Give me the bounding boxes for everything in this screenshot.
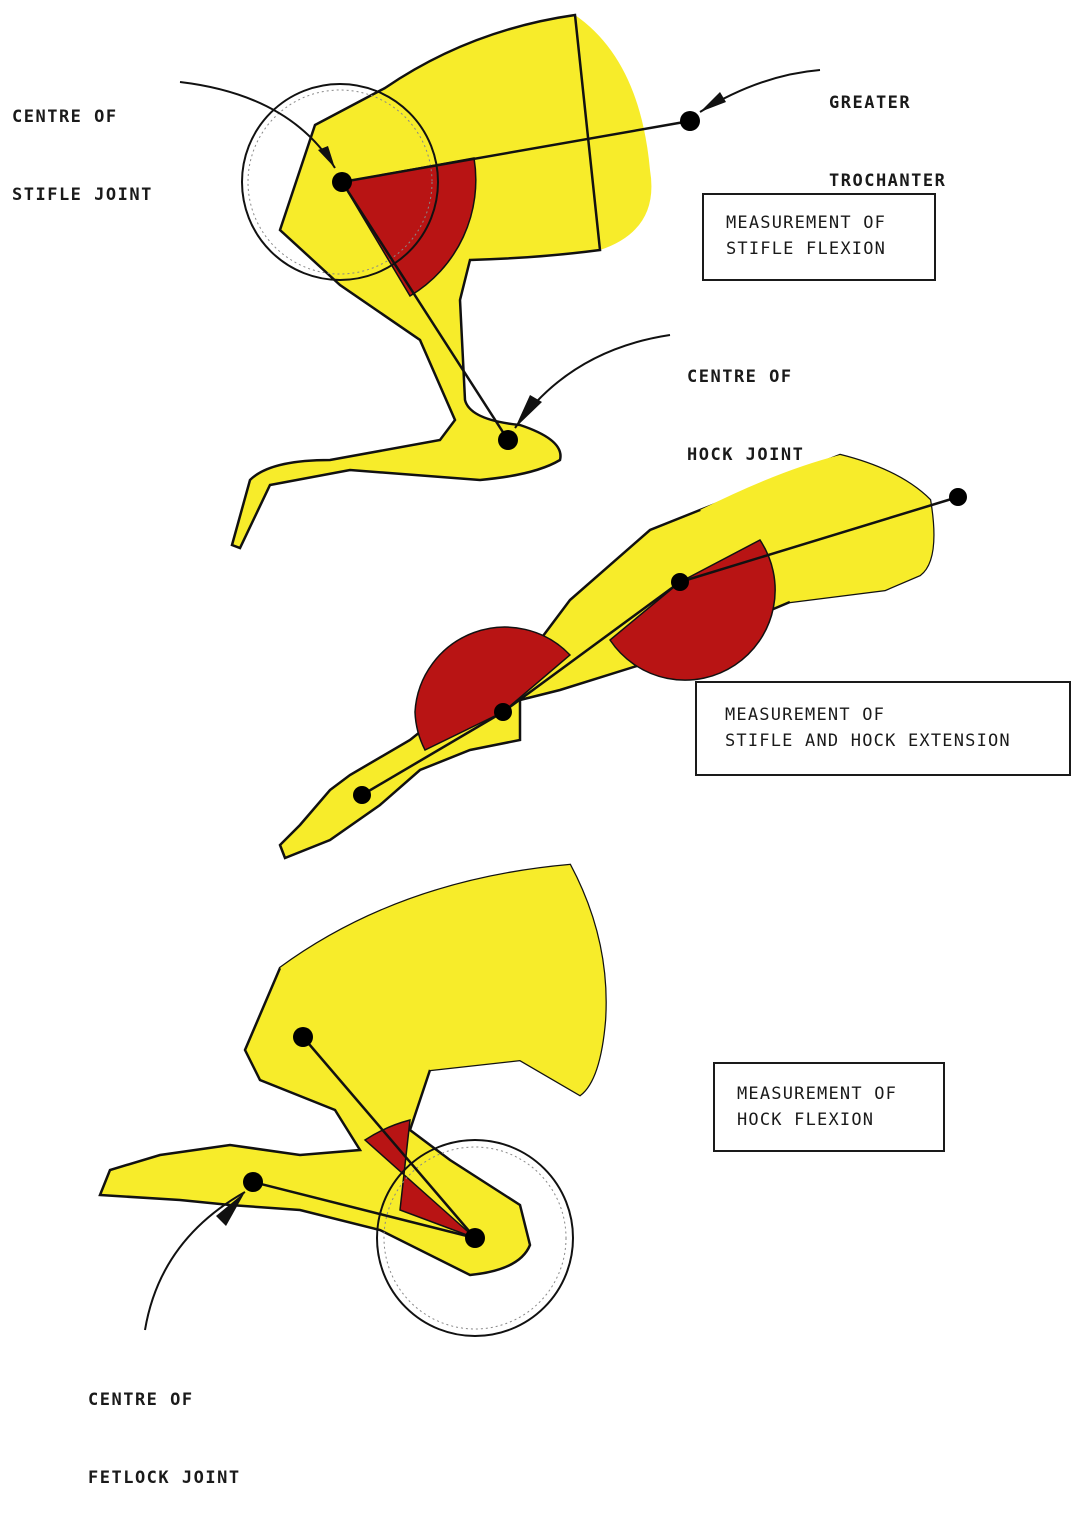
caption-hock-flexion-line2: HOCK FLEXION <box>737 1110 874 1130</box>
label-greater-trochanter-line1: GREATER <box>829 90 946 116</box>
label-centre-hock-line2: HOCK JOINT <box>687 442 804 468</box>
label-centre-hock: CENTRE OF HOCK JOINT <box>687 312 804 494</box>
caption-hock-flexion-line1: MEASUREMENT OF <box>737 1084 897 1104</box>
label-centre-fetlock: CENTRE OF FETLOCK JOINT <box>88 1335 241 1517</box>
caption-box-stifle-flexion: MEASUREMENT OF STIFLE FLEXION <box>702 193 936 281</box>
caption-extension-line1: MEASUREMENT OF <box>725 705 885 725</box>
trochanter-point <box>680 111 700 131</box>
stifle-joint-point-3 <box>293 1027 313 1047</box>
label-centre-stifle-line2: STIFLE JOINT <box>12 182 153 208</box>
caption-stifle-flexion-line1: MEASUREMENT OF <box>726 213 886 233</box>
label-greater-trochanter-line2: TROCHANTER <box>829 168 946 194</box>
hock-pointer-arrow <box>515 335 670 428</box>
figure-hock-flexion <box>100 865 606 1336</box>
trochanter-arrowhead <box>700 92 726 112</box>
caption-box-stifle-hock-extension: MEASUREMENT OF STIFLE AND HOCK EXTENSION <box>695 681 1071 776</box>
caption-box-hock-flexion: MEASUREMENT OF HOCK FLEXION <box>713 1062 945 1152</box>
hock-joint-point-3 <box>465 1228 485 1248</box>
stifle-joint-point <box>332 172 352 192</box>
label-centre-hock-line1: CENTRE OF <box>687 364 804 390</box>
hock-joint-point <box>498 430 518 450</box>
label-centre-stifle-line1: CENTRE OF <box>12 104 153 130</box>
fetlock-joint-point-3 <box>243 1172 263 1192</box>
stifle-joint-point-2 <box>671 573 689 591</box>
caption-stifle-flexion-line2: STIFLE FLEXION <box>726 239 886 259</box>
trochanter-pointer-arrow <box>700 70 820 112</box>
fetlock-joint-point-2 <box>353 786 371 804</box>
figure-stifle-hock-extension <box>280 455 967 858</box>
diagram-canvas: CENTRE OF STIFLE JOINT GREATER TROCHANTE… <box>0 0 1071 1391</box>
trochanter-point-2 <box>949 488 967 506</box>
label-centre-stifle: CENTRE OF STIFLE JOINT <box>12 52 153 234</box>
hock-arrowhead <box>515 395 542 428</box>
caption-extension-line2: STIFLE AND HOCK EXTENSION <box>725 731 1011 751</box>
label-centre-fetlock-line2: FETLOCK JOINT <box>88 1465 241 1491</box>
hock-joint-point-2 <box>494 703 512 721</box>
